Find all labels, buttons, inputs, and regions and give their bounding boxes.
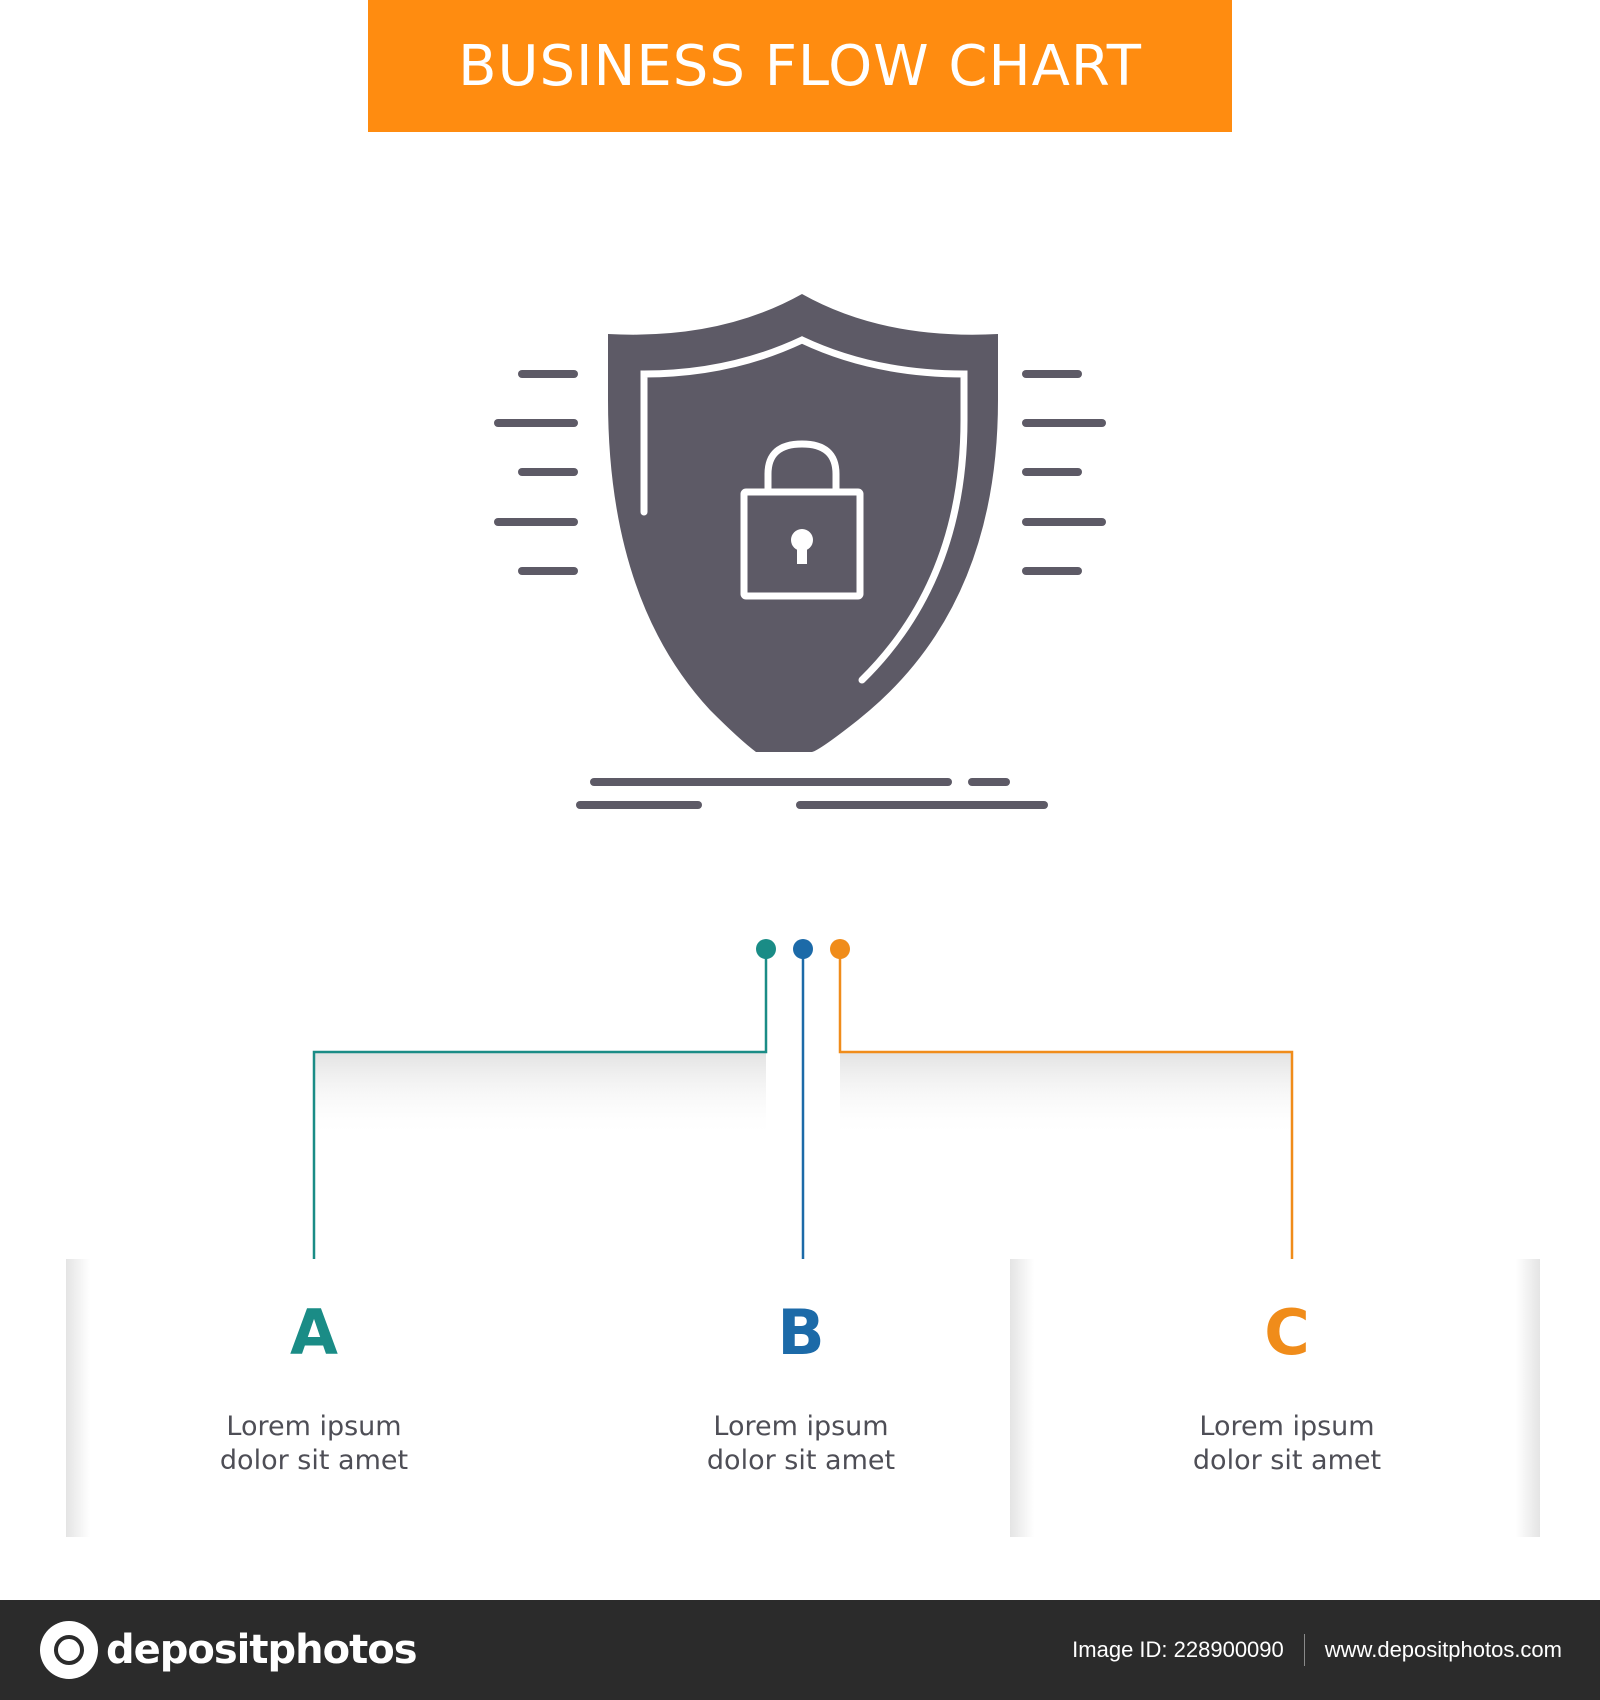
camera-logo-icon	[40, 1621, 98, 1679]
step-c-letter: C	[1264, 1296, 1310, 1369]
step-b-text-line1: Lorem ipsum	[713, 1411, 889, 1442]
step-b-text: Lorem ipsum dolor sit amet	[641, 1410, 961, 1478]
chart-title: BUSINESS FLOW CHART	[458, 33, 1142, 99]
branch-c-connector	[838, 949, 1294, 1278]
step-c-text-line1: Lorem ipsum	[1199, 1411, 1375, 1442]
step-card-b	[535, 1259, 1065, 1537]
step-card-c	[1010, 1259, 1540, 1537]
step-a-text-line1: Lorem ipsum	[226, 1411, 402, 1442]
step-a-text: Lorem ipsum dolor sit amet	[154, 1410, 474, 1478]
step-c-text-line2: dolor sit amet	[1192, 1445, 1382, 1476]
title-banner: BUSINESS FLOW CHART	[368, 0, 1232, 132]
image-id: Image ID: 228900090	[1072, 1637, 1284, 1662]
step-a-text-line2: dolor sit amet	[219, 1445, 409, 1476]
step-b-text-line2: dolor sit amet	[706, 1445, 896, 1476]
brand-name: depositphotos	[106, 1627, 418, 1673]
footer-bar: depositphotos Image ID: 228900090 www.de…	[0, 1600, 1600, 1700]
step-c-text: Lorem ipsum dolor sit amet	[1127, 1410, 1447, 1478]
shield-lock-icon	[494, 294, 1106, 809]
step-card-a	[66, 1259, 596, 1537]
branch-a-connector	[312, 949, 768, 1278]
site-url[interactable]: www.depositphotos.com	[1324, 1637, 1562, 1662]
brand-logo[interactable]: depositphotos	[40, 1621, 418, 1679]
step-b-letter: B	[777, 1296, 825, 1369]
footer-meta: Image ID: 228900090 www.depositphotos.co…	[1072, 1600, 1562, 1700]
step-a-letter: A	[290, 1296, 338, 1369]
footer-divider	[1303, 1634, 1305, 1666]
